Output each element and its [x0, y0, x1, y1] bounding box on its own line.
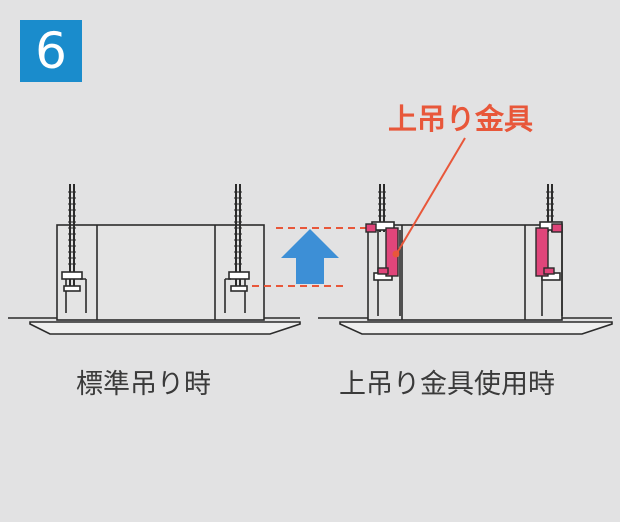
standard-bracket-left: [61, 271, 87, 313]
ceiling-panel-left: [29, 321, 301, 335]
callout-dot: [392, 250, 400, 258]
upper-bracket-right: [535, 223, 563, 277]
bracket-suspension-caption: 上吊り金具使用時: [339, 369, 555, 400]
callout-leader-line: [396, 137, 466, 254]
upper-bracket-callout-label: 上吊り金具: [388, 102, 534, 136]
standard-bracket-right: [224, 271, 250, 313]
bracket-unit: [318, 184, 613, 335]
standard-unit: [8, 184, 301, 335]
ceiling-panel-right: [339, 321, 613, 335]
standard-suspension-caption: 標準吊り時: [76, 369, 211, 400]
up-arrow-icon: [281, 229, 339, 284]
step-number-badge: 6: [20, 20, 82, 82]
